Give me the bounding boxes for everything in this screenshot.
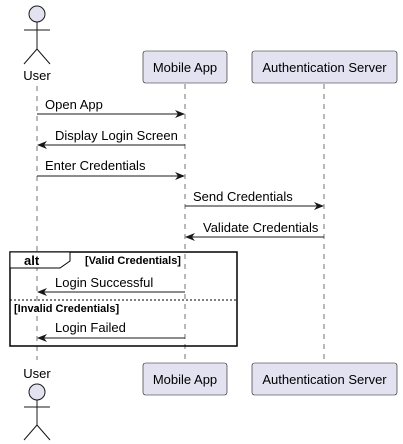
alt-guard-invalid: [Invalid Credentials] <box>14 303 119 315</box>
message-open-app: Open App <box>37 97 185 118</box>
message-login-failed: Login Failed <box>37 320 185 342</box>
message-label: Login Failed <box>55 320 126 335</box>
message-validate-credentials: Validate Credentials <box>185 220 324 241</box>
message-label: Validate Credentials <box>203 220 319 235</box>
user-actor-top: User <box>23 5 51 83</box>
alt-frame: alt [Valid Credentials] [Invalid Credent… <box>9 251 238 347</box>
mobile-app-label-bottom: Mobile App <box>153 372 217 387</box>
message-send-credentials: Send Credentials <box>185 189 324 210</box>
message-enter-credentials: Enter Credentials <box>37 158 185 180</box>
message-label: Display Login Screen <box>55 128 178 143</box>
auth-server-participant-top: Authentication Server <box>251 50 398 84</box>
mobile-app-participant-top: Mobile App <box>142 50 228 84</box>
user-actor-head <box>28 383 46 401</box>
user-label-top: User <box>23 68 51 83</box>
alt-guard-valid: [Valid Credentials] <box>85 255 181 267</box>
message-label: Enter Credentials <box>45 158 146 173</box>
message-label: Send Credentials <box>193 189 293 204</box>
message-login-successful: Login Successful <box>37 275 185 296</box>
user-actor-bottom: User <box>23 366 51 441</box>
user-label-bottom: User <box>23 366 51 381</box>
auth-server-label-top: Authentication Server <box>262 60 387 75</box>
message-label: Login Successful <box>55 275 153 290</box>
mobile-app-participant-bottom: Mobile App <box>142 362 228 396</box>
message-label: Open App <box>45 97 103 112</box>
auth-server-label-bottom: Authentication Server <box>262 372 387 387</box>
user-actor-head <box>28 5 46 23</box>
auth-server-participant-bottom: Authentication Server <box>251 362 398 396</box>
mobile-app-label-top: Mobile App <box>153 60 217 75</box>
message-display-login-screen: Display Login Screen <box>37 128 185 149</box>
alt-keyword: alt <box>24 253 40 268</box>
